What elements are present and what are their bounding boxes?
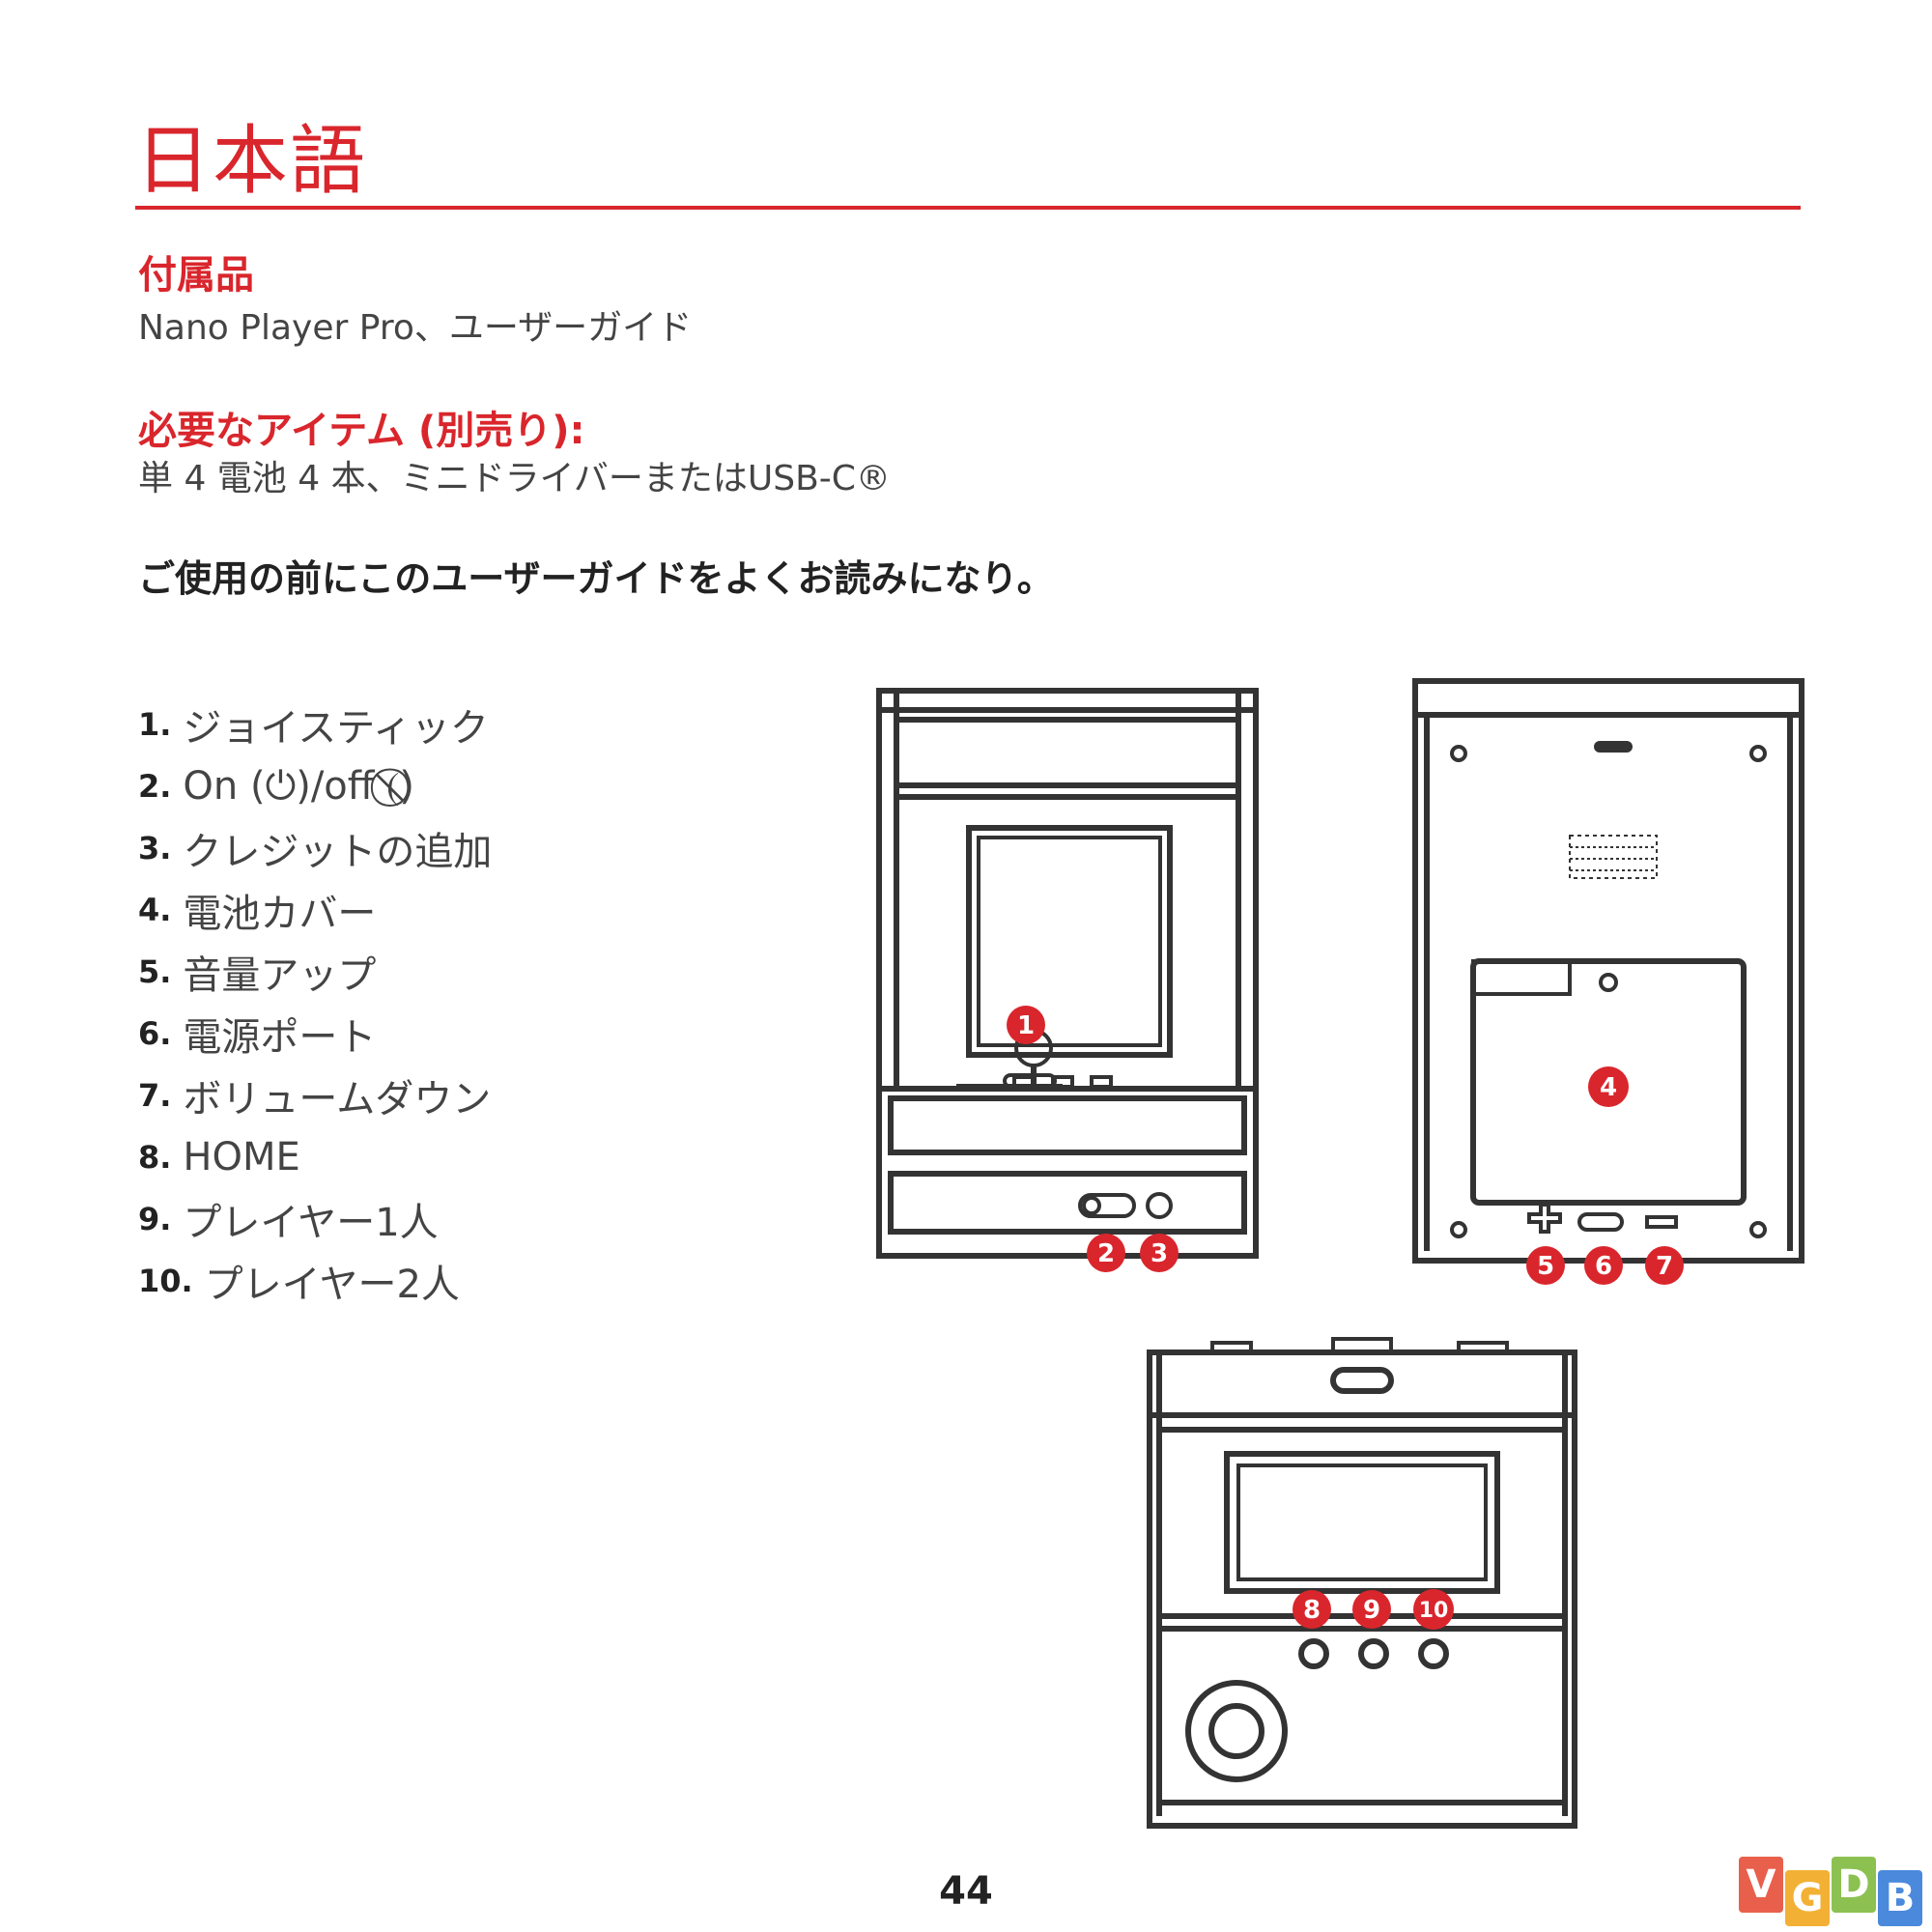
callout-badge: 7 xyxy=(1645,1246,1684,1285)
callout-badge: 6 xyxy=(1584,1246,1623,1285)
list-item: 10.プレイヤー2人 xyxy=(138,1263,460,1307)
svg-text:9: 9 xyxy=(1363,1596,1380,1625)
list-item: 7.ボリュームダウン xyxy=(138,1077,492,1122)
top-view-diagram: 8 9 10 xyxy=(1147,1337,1577,1829)
svg-text:4: 4 xyxy=(1600,1073,1617,1102)
svg-text:7: 7 xyxy=(1656,1252,1673,1281)
vgdb-watermark-logo: V G D B xyxy=(1739,1853,1932,1932)
svg-text:6: 6 xyxy=(1595,1252,1612,1281)
list-item: 3.クレジットの追加 xyxy=(138,830,493,874)
page-title: 日本語 xyxy=(135,118,368,205)
svg-text:5: 5 xyxy=(1537,1252,1554,1281)
callout-badge: 3 xyxy=(1140,1234,1179,1272)
callout-badge: 5 xyxy=(1526,1246,1565,1285)
read-guide-notice: ご使用の前にこのユーザーガイドをよくお読みになり。 xyxy=(138,557,1054,600)
back-view-diagram: 4 5 6 7 xyxy=(1412,678,1804,1285)
callout-badge: 10 xyxy=(1413,1589,1454,1630)
callout-badge: 8 xyxy=(1293,1590,1331,1629)
title-underline xyxy=(135,206,1801,210)
included-text: Nano Player Pro、ユーザーガイド xyxy=(138,308,693,348)
required-text: 単 4 電池 4 本、ミニドライバーまたはUSB-C® xyxy=(138,459,891,498)
callout-badge: 4 xyxy=(1588,1066,1629,1107)
front-view-diagram: 1 2 3 xyxy=(876,688,1259,1272)
svg-text:8: 8 xyxy=(1303,1596,1321,1625)
watermark-letter: G xyxy=(1785,1870,1830,1926)
list-item: 1.ジョイスティック xyxy=(138,706,489,751)
svg-text:1: 1 xyxy=(1017,1011,1035,1040)
callout-badge: 9 xyxy=(1352,1590,1391,1629)
svg-text:2: 2 xyxy=(1097,1239,1115,1268)
list-item: 2.On (⏻)/off (⃠) xyxy=(138,764,414,809)
page-number: 44 xyxy=(939,1869,993,1914)
list-item: 6.電源ポート xyxy=(138,1015,377,1060)
list-item: 9.プレイヤー1人 xyxy=(138,1201,439,1245)
list-item: 8.HOME xyxy=(138,1135,300,1179)
callout-badge: 2 xyxy=(1087,1234,1125,1272)
watermark-letter: B xyxy=(1878,1870,1922,1926)
included-heading: 付属品 xyxy=(138,253,254,298)
svg-text:3: 3 xyxy=(1151,1239,1168,1268)
required-heading: 必要なアイテム (別売り): xyxy=(138,409,585,453)
parts-list: 1.ジョイスティック 2.On (⏻)/off (⃠) 3.クレジットの追加 4… xyxy=(138,694,492,1312)
svg-text:10: 10 xyxy=(1419,1599,1449,1623)
watermark-letter: D xyxy=(1832,1857,1876,1913)
callout-badge: 1 xyxy=(1007,1006,1045,1044)
list-item: 5.音量アップ xyxy=(138,953,377,998)
list-item: 4.電池カバー xyxy=(138,892,377,936)
watermark-letter: V xyxy=(1739,1857,1783,1913)
